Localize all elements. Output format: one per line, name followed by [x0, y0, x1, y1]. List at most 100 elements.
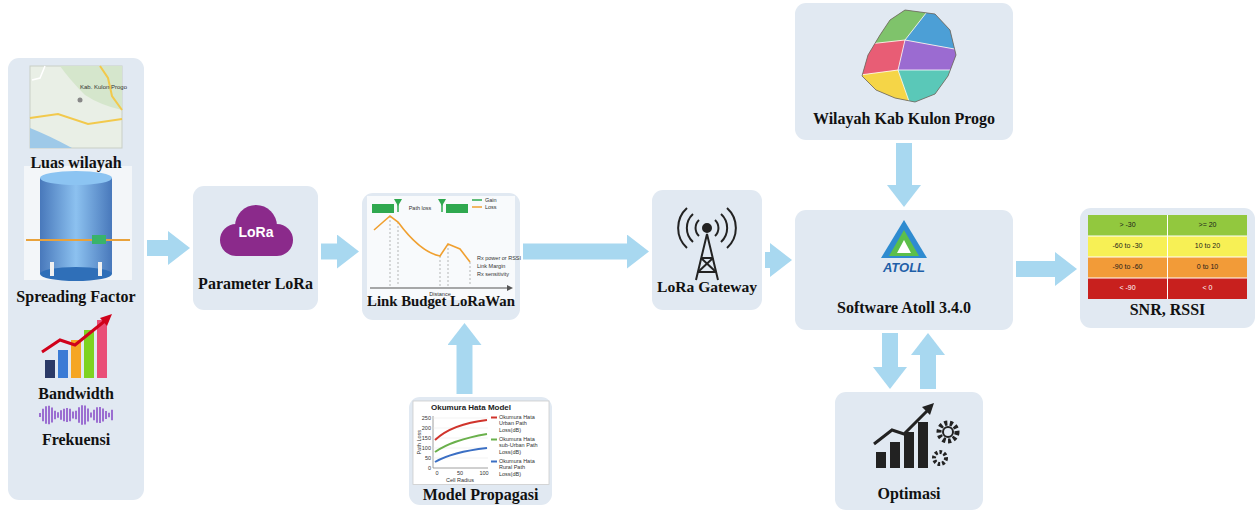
panel-title: Wilayah Kab Kulon Progo	[795, 109, 1013, 128]
area-map	[30, 66, 122, 148]
flow-arrow	[321, 244, 337, 260]
process-panel: Model Propagasi	[409, 397, 552, 505]
wave-stroke	[39, 413, 41, 417]
panel-ground	[1080, 208, 1255, 328]
illustration-label: Kab. Kulon Progo	[80, 84, 127, 91]
panel-title: LoRa Gateway	[652, 278, 762, 297]
illustration-label: Cell Radius	[446, 477, 474, 483]
illustration-label: LoRa	[239, 224, 274, 240]
okumura-hata-chart	[413, 401, 549, 485]
panel-ground	[409, 397, 552, 505]
wave-stroke	[93, 410, 95, 421]
wave-stroke	[66, 408, 68, 422]
illustration-label: Okumura Hata Rural Path Loss(dB)	[499, 458, 546, 477]
frequency-wave-icon	[40, 405, 112, 425]
wave-stroke	[42, 409, 44, 421]
kulon-progo-map	[860, 8, 960, 104]
wave-stroke	[84, 406, 86, 425]
flow-arrow	[882, 333, 898, 367]
wave-stroke	[75, 411, 77, 420]
panel-title: Spreading Factor	[8, 287, 144, 306]
lora-cloud-icon	[220, 205, 293, 256]
wave-stroke	[45, 406, 47, 424]
wave-stroke	[99, 407, 101, 423]
wave-stroke	[111, 410, 113, 420]
panel-ground	[795, 210, 1013, 330]
flow-arrow	[765, 252, 770, 268]
illustration-label: 100	[479, 470, 488, 476]
flow-arrow	[1016, 261, 1055, 277]
panel-title: Model Propagasi	[409, 485, 552, 504]
panel-title: Parameter LoRa	[193, 274, 318, 293]
wave-stroke	[72, 411, 74, 418]
illustration-label: Link Margin	[477, 263, 505, 269]
illustration-label: Rx power or RSSI	[477, 255, 521, 261]
flow-arrow	[147, 240, 168, 256]
map-outline	[862, 10, 956, 102]
process-panel: Wilayah Kab Kulon Progo	[795, 3, 1013, 140]
wave-stroke	[54, 411, 56, 420]
process-panel: Parameter LoRa	[193, 186, 318, 310]
flow-arrow	[523, 244, 627, 260]
panel-ground	[8, 58, 144, 500]
wave-stroke	[48, 406, 50, 424]
panel-ground	[193, 186, 318, 310]
wave-stroke	[108, 413, 110, 418]
illustration-label: Okumura Hata Model	[431, 403, 511, 412]
illustration-label: >= 20	[1199, 221, 1217, 229]
illustration-label: 200	[422, 425, 431, 431]
illustration-label: Path Loss	[415, 430, 421, 454]
illustration-label: Gain	[485, 197, 497, 203]
illustration-label: Okumura Hata Urban Path Loss(dB)	[499, 414, 546, 433]
wave-stroke	[102, 409, 104, 422]
optimization-icon	[874, 403, 957, 468]
illustration-label: -60 to -30	[1113, 242, 1143, 250]
illustration-label: Path loss	[409, 205, 432, 211]
wave-stroke	[60, 410, 62, 420]
wave-stroke	[78, 407, 80, 423]
illustration-label: 250	[422, 415, 431, 421]
spreading-factor-image	[24, 166, 132, 281]
illustration-label: Okumura Hata sub-Urban Path Loss(dB)	[499, 436, 546, 455]
illustration-label: -90 to -60	[1113, 263, 1143, 271]
wave-stroke	[69, 409, 71, 421]
wave-stroke	[63, 409, 65, 421]
panel-ground	[795, 3, 1013, 140]
panel-title: Luas wilayah	[8, 153, 144, 172]
panel-ground	[652, 190, 762, 310]
illustration-label: 50	[425, 455, 431, 461]
wave-stroke	[96, 407, 98, 422]
illustration-label: 150	[422, 435, 431, 441]
illustration-label: ATOLL	[883, 261, 925, 276]
panel-title: Bandwidth	[8, 384, 144, 403]
illustration-label: 0 to 10	[1197, 263, 1218, 271]
panel-ground	[835, 392, 983, 510]
process-panel: Luas wilayahSpreading FactorBandwidthFre…	[8, 58, 144, 500]
process-panel: Optimasi	[835, 392, 983, 510]
wave-stroke	[90, 412, 92, 417]
bandwidth-icon	[42, 314, 112, 378]
wave-stroke	[57, 412, 59, 418]
gateway-tower-icon	[678, 208, 736, 280]
panel-title: SNR, RSSI	[1080, 300, 1255, 319]
flow-arrow	[896, 143, 912, 185]
atoll-logo	[881, 220, 927, 258]
wave-stroke	[105, 411, 107, 419]
panel-title: Frekuensi	[8, 430, 144, 449]
illustration-label: > -30	[1119, 221, 1135, 229]
snr-rssi-table	[1088, 215, 1247, 299]
flow-arrow	[457, 345, 473, 394]
illustration-label: 0	[435, 470, 438, 476]
process-panel: LoRa Gateway	[652, 190, 762, 310]
link-budget-chart	[367, 196, 515, 300]
illustration-label: Distance	[429, 291, 450, 297]
illustration-label: Rx sensitivity	[477, 271, 509, 277]
illustration-label: Loss	[485, 204, 497, 210]
illustration-label: 0	[428, 465, 431, 471]
wave-stroke	[87, 408, 89, 421]
illustration-label: 50	[457, 470, 463, 476]
panel-title: Software Atoll 3.4.0	[795, 298, 1013, 317]
